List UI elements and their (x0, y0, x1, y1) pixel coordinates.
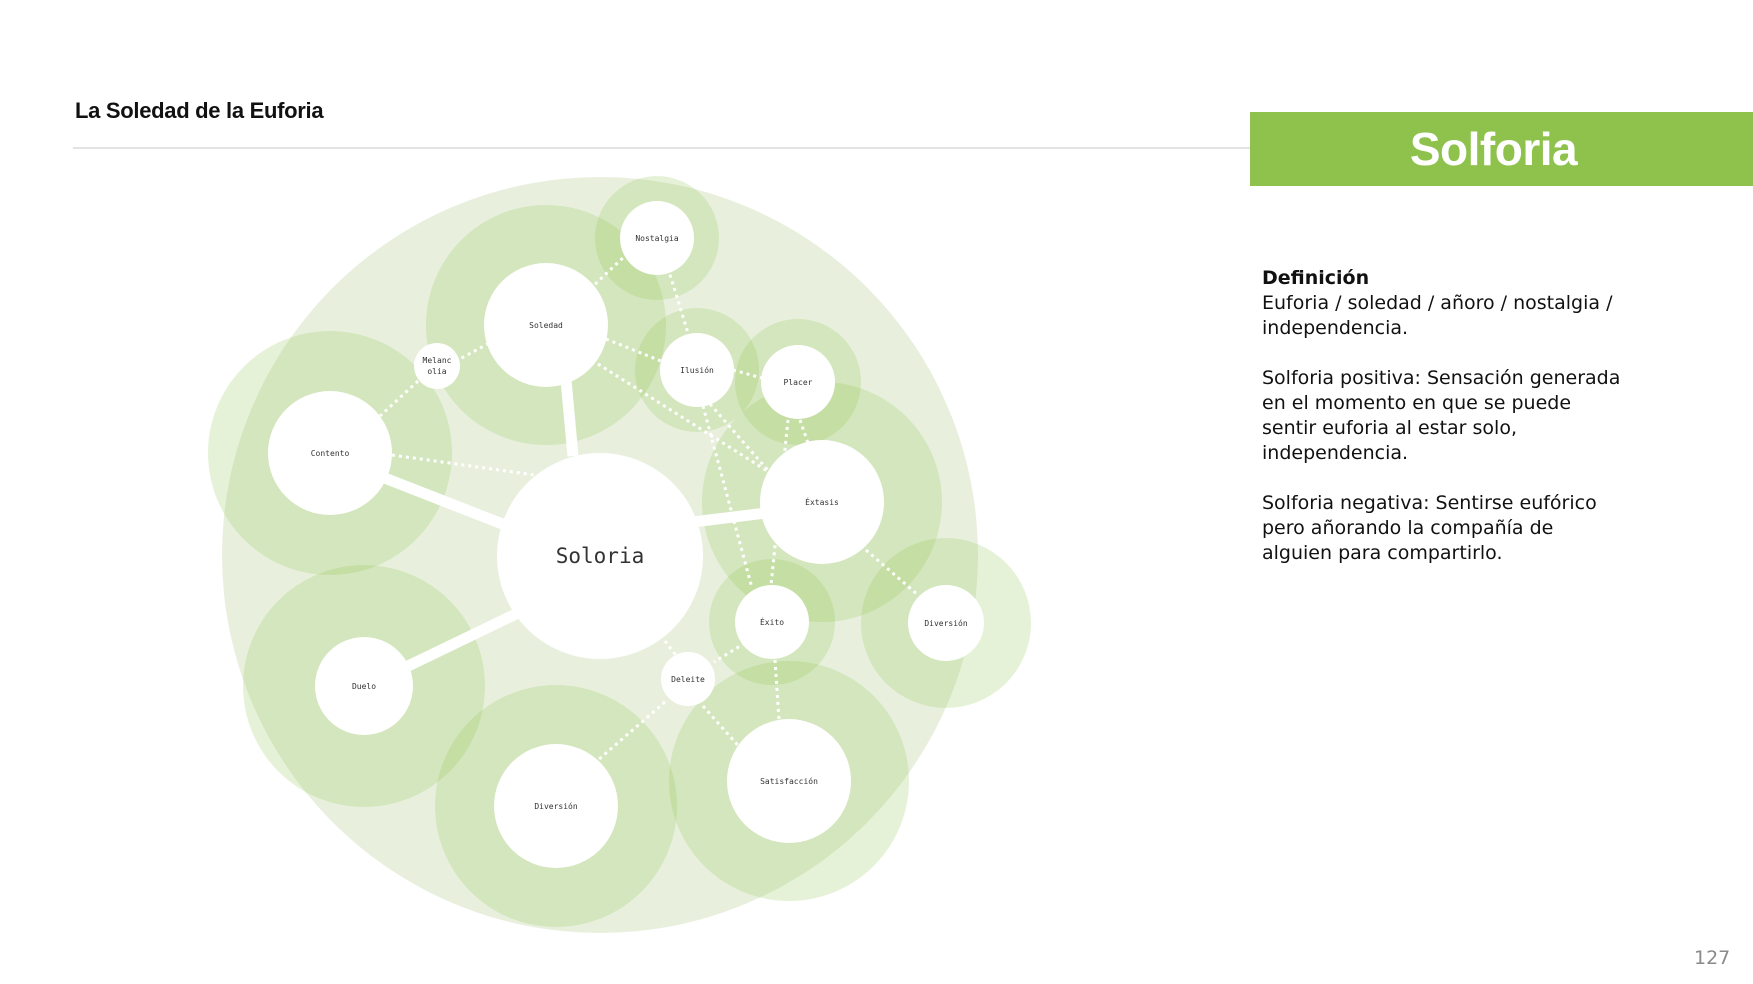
connector-center-duelo (403, 607, 523, 672)
label-soledad: Soledad (529, 321, 563, 330)
label-diversion-right: Diversión (924, 618, 968, 628)
definition-heading: Definición (1262, 267, 1370, 289)
dots-nostalgia-ilusion (666, 267, 690, 334)
label-duelo: Duelo (352, 682, 376, 691)
node-satisfaccion (727, 719, 851, 843)
center-label: Soloria (556, 544, 645, 568)
dots-ilusion-placer (732, 368, 763, 380)
dots-extasis-diversion (865, 548, 919, 597)
dots-exito-satisfaccion (773, 659, 781, 721)
dots-exito-deleite (713, 641, 746, 664)
connector-center-extasis (692, 507, 767, 528)
node-nostalgia (620, 201, 694, 275)
connector-center-soledad (560, 379, 579, 457)
node-extasis (760, 440, 884, 564)
node-center (497, 453, 703, 659)
dots-placer-exito (768, 419, 790, 596)
connector-center-contento (380, 471, 507, 531)
dots-deleite-satisfaccion (701, 705, 744, 751)
node-diversion-right (908, 585, 984, 661)
node-ilusion (660, 333, 734, 407)
definition-panel: Definición Euforia / soledad / añoro / n… (1262, 266, 1622, 591)
node-placer (761, 345, 835, 419)
label-ilusion: Ilusión (680, 365, 714, 375)
definition-keywords: Euforia / soledad / añoro / nostalgia / … (1262, 292, 1613, 339)
node-deleite (661, 652, 715, 706)
definition-negative: Solforia negativa: Sentirse eufórico per… (1262, 492, 1597, 564)
node-exito (735, 585, 809, 659)
header-divider (73, 147, 1253, 149)
label-placer: Placer (784, 378, 813, 387)
label-satisfaccion: Satisfacción (760, 776, 818, 786)
dots-deleite-diversion (597, 700, 666, 762)
dots-ilusion-extasis (708, 403, 774, 476)
nodes (268, 201, 984, 868)
banner-title: Solforia (1409, 123, 1578, 175)
dots-melancolia-contento (378, 379, 420, 418)
label-deleite: Deleite (671, 675, 705, 684)
page-number: 127 (1694, 947, 1731, 969)
dots-soledad-ilusion (605, 337, 662, 363)
label-nostalgia: Nostalgia (635, 234, 679, 243)
label-exito: Éxito (760, 616, 784, 627)
title-banner: Solforia (1250, 112, 1753, 186)
page-header-title: La Soledad de la Euforia (75, 98, 324, 123)
dots-contento-center (391, 453, 536, 477)
label-melancolia-line1: Melanc (423, 356, 452, 365)
node-duelo (315, 637, 413, 735)
label-extasis: Éxtasis (805, 496, 839, 507)
label-diversion-bottom: Diversión (534, 801, 578, 811)
label-melancolia-line2: olia (427, 367, 446, 376)
node-contento (268, 391, 392, 515)
node-melancolia (414, 343, 460, 389)
label-contento: Contento (311, 449, 350, 458)
dotted-connectors (378, 251, 919, 762)
solid-connectors (380, 379, 767, 672)
node-soledad (484, 263, 608, 387)
definition-positive: Solforia positiva: Sensación generada en… (1262, 367, 1621, 464)
node-diversion-bottom (494, 744, 618, 868)
dots-soledad-nostalgia (588, 251, 630, 291)
